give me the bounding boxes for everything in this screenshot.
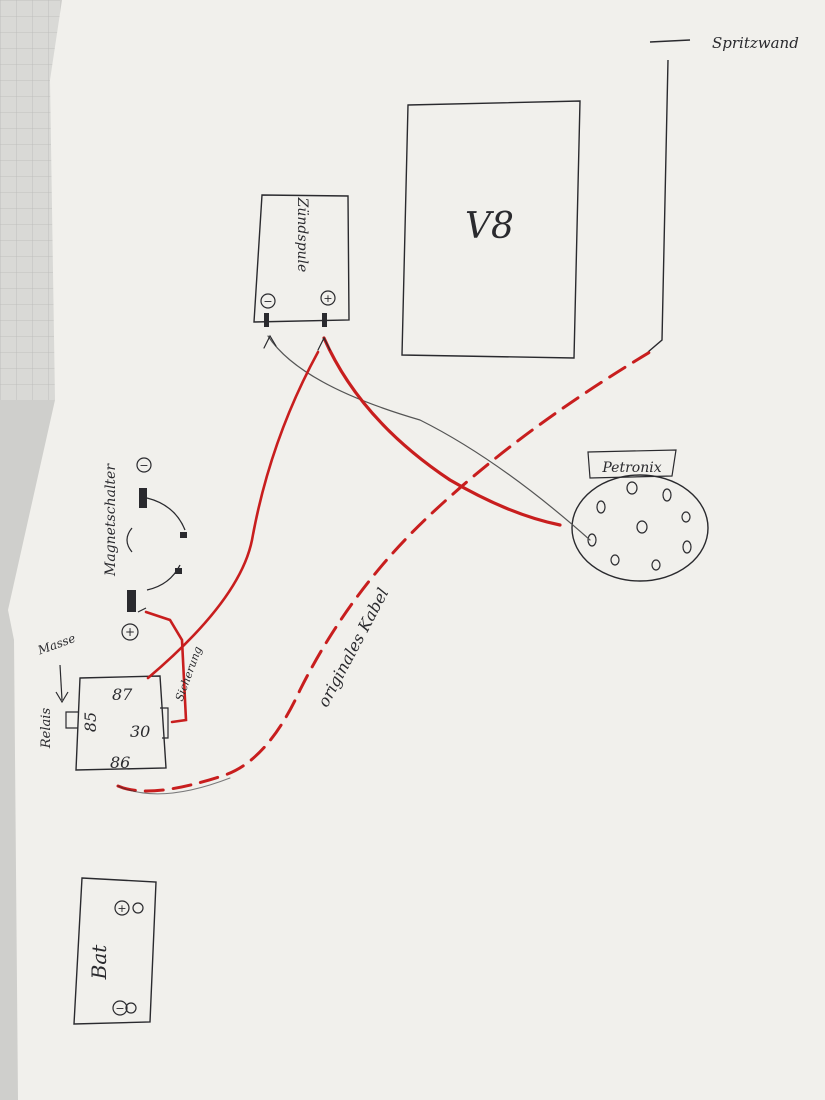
ignition-coil: Zündspule − + [253,194,350,327]
grid-paper [0,0,60,400]
distributor: Petronix [571,449,709,582]
engine-block: V8 [401,100,581,359]
wire-relay30-solenoid [144,610,188,724]
battery-minus-terminal: − [115,1002,124,1015]
coil-label: Zündspule [294,197,310,273]
wire-coil-minus-distributor [267,335,591,541]
firewall-label: Spritzwand [712,34,799,52]
wires [116,334,652,795]
battery: Bat + − [73,877,157,1025]
relay-pin-86: 86 [110,753,130,772]
wire-original-cable [116,350,652,793]
starter-solenoid: Magnetschalter − + [103,457,187,641]
solenoid-plus-terminal: + [125,625,135,639]
grid-paper-fill [0,0,60,400]
relay-pin-87: 87 [112,685,133,704]
battery-plus-terminal: + [117,902,126,915]
relay-label: Relais [39,708,54,750]
coil-plus-terminal: + [323,292,332,305]
relay-pin-85: 85 [81,712,100,732]
solenoid-minus-terminal: − [139,459,148,472]
wire-coil-plus-distributor [322,336,562,527]
paper-sheet [8,0,825,1100]
battery-label: Bat [87,944,111,981]
coil-minus-terminal: − [263,295,272,308]
wire-relay87-coil [146,350,320,680]
distributor-label: Petronix [601,460,661,476]
firewall: Spritzwand [647,34,799,353]
solenoid-label: Magnetschalter [103,463,119,577]
relay-pin-30: 30 [130,722,150,741]
engine-label: V8 [465,206,514,247]
